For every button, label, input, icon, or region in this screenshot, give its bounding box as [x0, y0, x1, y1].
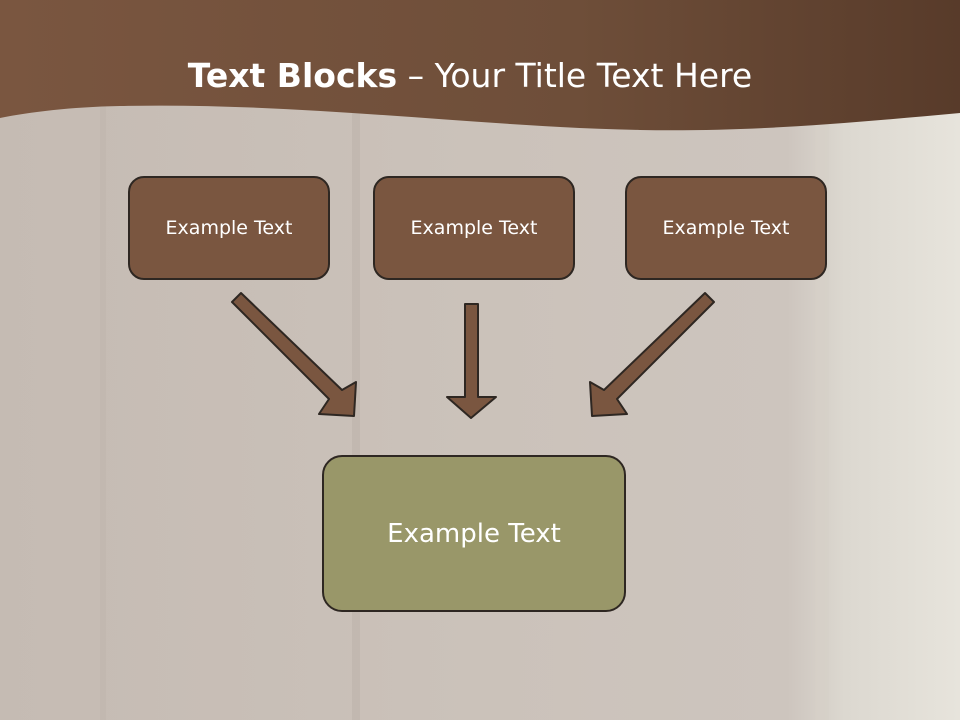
text-block-right-label: Example Text [662, 217, 790, 239]
title-separator: – [397, 56, 435, 95]
text-block-center[interactable]: Example Text [373, 176, 575, 280]
title-rest-part: Your Title Text Here [434, 56, 753, 95]
text-block-right[interactable]: Example Text [625, 176, 827, 280]
slide-title: Text Blocks – Your Title Text Here [0, 54, 940, 98]
arrow-center-down [446, 303, 497, 419]
text-block-left[interactable]: Example Text [128, 176, 330, 280]
arrow-left-diagonal [231, 292, 357, 417]
result-text-block-label: Example Text [387, 518, 561, 549]
text-block-left-label: Example Text [165, 217, 293, 239]
title-bold-part: Text Blocks [187, 56, 398, 95]
result-text-block[interactable]: Example Text [322, 455, 626, 612]
arrow-right-diagonal [589, 292, 715, 417]
text-block-center-label: Example Text [410, 217, 538, 239]
